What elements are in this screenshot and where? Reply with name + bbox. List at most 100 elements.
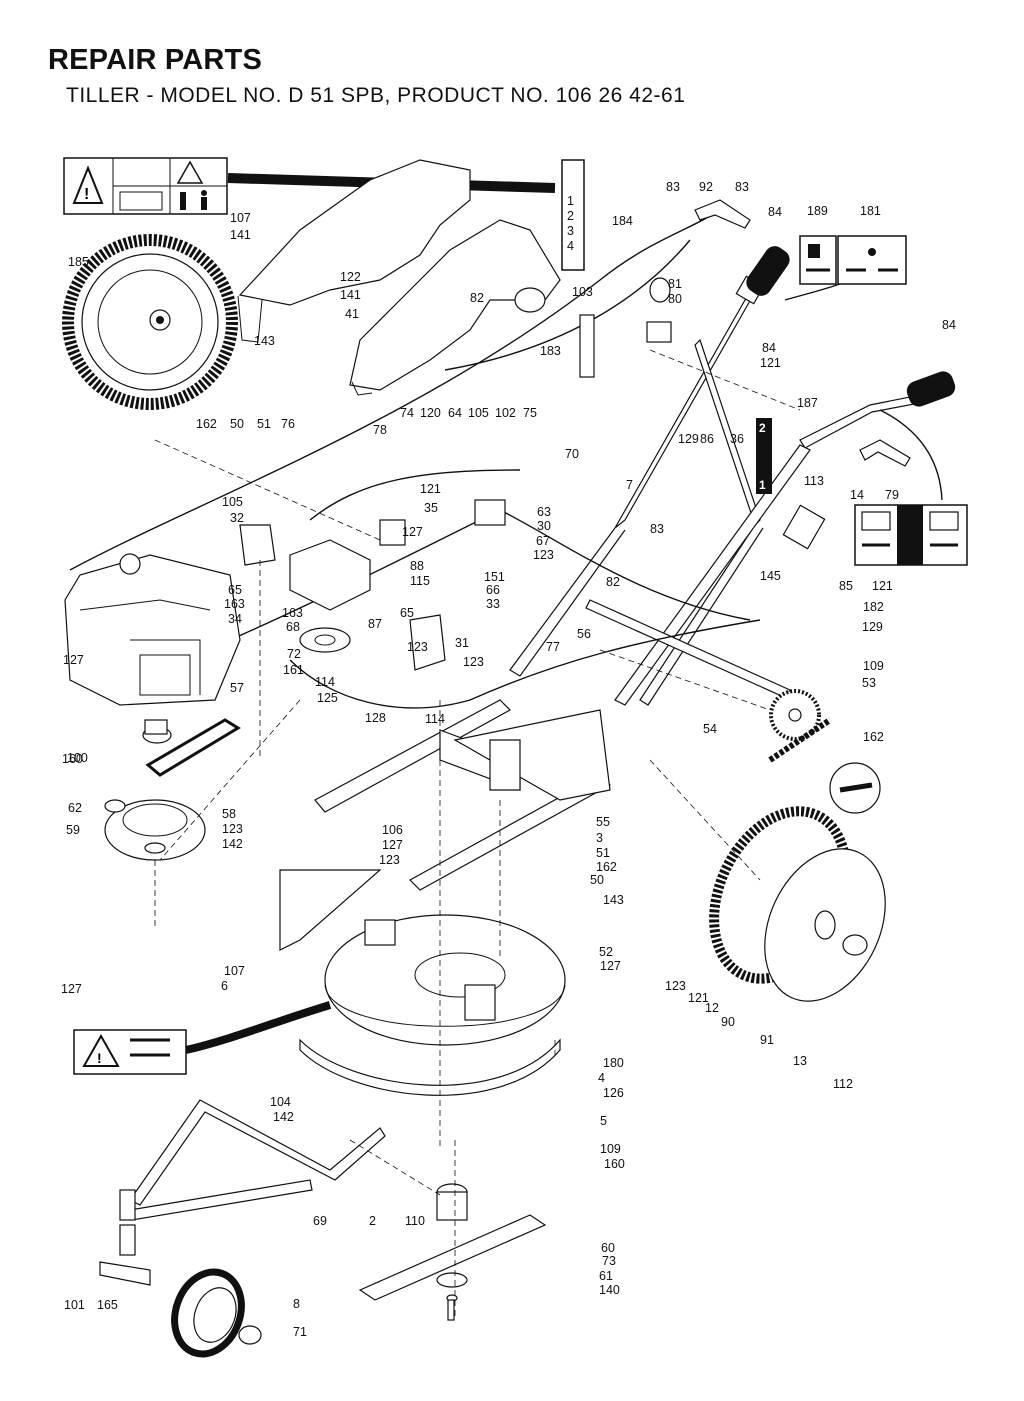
part-label-142: 142 — [273, 1110, 294, 1124]
part-label-160: 160 — [62, 752, 83, 766]
clutch-lever-79 — [859, 439, 911, 467]
part-label-41: 41 — [345, 307, 359, 321]
part-label-110: 110 — [405, 1214, 425, 1228]
part-label-70: 70 — [0, 0, 14, 3]
decal-181 — [837, 235, 907, 285]
part-label-123: 123 — [463, 655, 484, 669]
part-label-73: 73 — [602, 1254, 616, 1268]
part-label-59: 59 — [66, 823, 80, 837]
part-label-86: 86 — [700, 432, 714, 446]
page-subtitle: TILLER - MODEL NO. D 51 SPB, PRODUCT NO.… — [66, 84, 686, 107]
decal-184-speed-steps: 1 2 3 4 — [561, 159, 585, 271]
svg-text:!: ! — [84, 186, 89, 203]
part-label-60: 60 — [601, 1241, 615, 1255]
part-label-140: 140 — [599, 1283, 620, 1297]
part-label-65: 65 — [228, 583, 242, 597]
part-label-78: 78 — [373, 423, 387, 437]
part-label-160: 160 — [604, 1157, 625, 1171]
decal-187-step-1: 1 — [759, 478, 766, 492]
part-label-127: 127 — [63, 653, 84, 667]
part-label-12: 12 — [705, 1001, 719, 1015]
part-label-180: 180 — [603, 1056, 624, 1070]
part-label-69: 69 — [313, 1214, 327, 1228]
part-label-4: 4 — [598, 1071, 605, 1085]
rear-hood-41 — [237, 159, 561, 396]
part-label-114: 114 — [425, 712, 445, 726]
part-label-7: 7 — [626, 478, 633, 492]
part-label-121: 121 — [688, 991, 709, 1005]
part-label-162: 162 — [863, 730, 884, 744]
handle-grip-84 — [906, 371, 956, 407]
part-label-141: 141 — [340, 288, 361, 302]
part-label-74: 74 — [400, 406, 414, 420]
part-label-75: 75 — [523, 406, 537, 420]
part-label-123: 123 — [379, 853, 400, 867]
part-label-84: 84 — [762, 341, 776, 355]
part-label-71: 71 — [293, 1325, 307, 1339]
part-label-102: 102 — [495, 406, 516, 420]
part-label-13: 13 — [793, 1054, 807, 1068]
part-label-113: 113 — [804, 474, 824, 488]
decal-187-step-2: 2 — [759, 421, 766, 435]
part-label-143: 143 — [603, 893, 624, 907]
part-label-82: 82 — [470, 291, 484, 305]
part-label-67: 67 — [536, 534, 550, 548]
warning-triangle-icon — [72, 165, 104, 204]
part-label-123: 123 — [407, 640, 428, 654]
part-label-35: 35 — [424, 501, 438, 515]
warning-triangle-icon — [82, 1033, 120, 1067]
part-label-122: 122 — [340, 270, 361, 284]
part-label-33: 33 — [486, 597, 500, 611]
part-label-3: 3 — [596, 831, 603, 845]
part-label-127: 127 — [600, 959, 621, 973]
part-label-165: 165 — [97, 1298, 118, 1312]
decal-183 — [579, 314, 595, 378]
part-label-57: 57 — [230, 681, 244, 695]
part-label-90: 90 — [721, 1015, 735, 1029]
decal-187: 2 1 — [756, 418, 772, 494]
part-label-82: 82 — [606, 575, 620, 589]
part-label-125: 125 — [317, 691, 338, 705]
part-label-81: 81 — [668, 277, 682, 291]
part-label-87: 87 — [368, 617, 382, 631]
part-label-143: 143 — [254, 334, 275, 348]
part-label-62: 62 — [68, 801, 82, 815]
handle-grip-84 — [746, 246, 790, 296]
part-label-65: 65 — [400, 606, 414, 620]
part-label-34: 34 — [228, 612, 242, 626]
clutch-lever-92 — [694, 199, 751, 229]
part-label-70: 70 — [565, 447, 579, 461]
decal-step-2: 2 — [567, 209, 574, 223]
part-label-123: 123 — [222, 822, 243, 836]
part-label-31: 31 — [455, 636, 469, 650]
part-label-83: 83 — [735, 180, 749, 194]
part-label-5: 5 — [600, 1114, 607, 1128]
part-label-181: 181 — [860, 204, 881, 218]
part-label-107: 107 — [224, 964, 245, 978]
part-label-163: 163 — [282, 606, 303, 620]
part-label-114: 114 — [315, 675, 335, 689]
part-label-151: 151 — [484, 570, 505, 584]
part-label-129: 129 — [678, 432, 699, 446]
cutting-housing-4 — [299, 914, 566, 1096]
part-label-161: 161 — [283, 663, 304, 677]
part-label-66: 66 — [486, 583, 500, 597]
part-label-50: 50 — [590, 873, 604, 887]
part-label-105: 105 — [468, 406, 489, 420]
part-label-107: 107 — [230, 211, 251, 225]
part-label-105: 105 — [222, 495, 243, 509]
part-label-80: 80 — [668, 292, 682, 306]
part-label-61: 61 — [599, 1269, 613, 1283]
part-label-127: 127 — [382, 838, 403, 852]
part-label-76: 76 — [281, 417, 295, 431]
engine — [64, 553, 241, 706]
rear-wheel-left — [62, 234, 238, 410]
part-label-142: 142 — [222, 837, 243, 851]
part-label-52: 52 — [599, 945, 613, 959]
part-label-121: 121 — [420, 482, 441, 496]
part-label-126: 126 — [603, 1086, 624, 1100]
bracket-6 — [279, 869, 382, 951]
decal-182 — [854, 504, 968, 566]
part-label-50: 50 — [230, 417, 244, 431]
